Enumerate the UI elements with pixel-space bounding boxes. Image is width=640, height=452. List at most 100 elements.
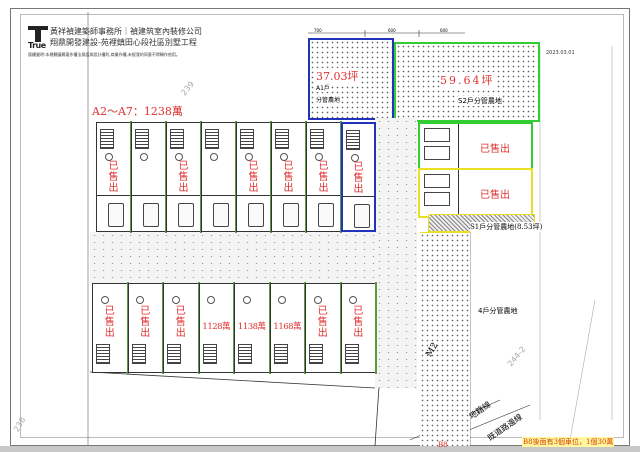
sold-label: 已售出 <box>353 306 364 339</box>
unit-price: 1138萬 <box>237 322 266 332</box>
stair-icon <box>96 344 110 364</box>
s2-label: S2戶分管農地 <box>458 96 502 106</box>
sold-label: 已售出 <box>480 190 510 201</box>
bottom-row-unit[interactable]: 已售出 <box>340 282 377 374</box>
sold-label: 已售出 <box>353 162 364 195</box>
parking-car-icon <box>353 204 370 228</box>
parking-car-icon <box>142 203 159 227</box>
sold-label: 已售出 <box>317 306 328 339</box>
unit-number-icon <box>349 296 358 304</box>
bottom-row-unit[interactable]: 1128萬 <box>198 282 235 374</box>
top-row-unit[interactable]: 已售出 <box>271 121 307 233</box>
unit-price: 1168萬 <box>273 322 302 332</box>
s2-farmland-plot: 59.64坪 S2戶分管農地 <box>394 42 540 122</box>
logo-text: True <box>28 41 46 50</box>
parking-car-icon <box>212 203 229 227</box>
internal-road <box>90 232 415 284</box>
stair-icon <box>310 129 324 149</box>
top-row-unit[interactable]: 已售出 <box>236 121 272 233</box>
right-unit-1[interactable]: 已售出 <box>418 122 533 170</box>
divider <box>167 195 200 196</box>
parking-car-icon <box>317 203 334 227</box>
sold-label: 已售出 <box>140 306 151 339</box>
stair-icon <box>135 129 149 149</box>
a1-area: 37.03坪 <box>316 68 359 84</box>
top-row-unit[interactable]: 已售出 <box>166 121 202 233</box>
parking-car-icon <box>107 203 124 227</box>
dimension-2: 600 <box>388 28 396 33</box>
unit-boundary <box>374 122 376 232</box>
stair-icon <box>275 129 289 149</box>
sold-label: 已售出 <box>480 144 510 155</box>
a-row-price: A2～A7：1238萬 <box>92 105 183 118</box>
s2-area: 59.64坪 <box>440 72 495 88</box>
sold-label: 已售出 <box>178 161 189 194</box>
top-row-unit[interactable]: 已售出 <box>306 121 342 233</box>
bottom-row-unit[interactable]: 1138萬 <box>234 282 271 374</box>
unit-number-icon <box>242 296 251 304</box>
unit-price: 1128萬 <box>202 322 231 332</box>
divider <box>343 196 374 197</box>
unit-number-icon <box>104 153 113 161</box>
bottom-row-unit[interactable]: 已售出 <box>92 282 129 374</box>
four-household-label: 4戶分管農地 <box>478 307 518 315</box>
bottom-row-unit[interactable]: 已售出 <box>163 282 200 374</box>
drawing-frame <box>10 8 630 446</box>
stair-icon <box>205 129 219 149</box>
copyright-notice: 版權聲明:本規劃圖屬著作權法保護與設計權利,商業作權,未經我的同意不得轉作他用。 <box>28 52 180 57</box>
bottom-row-unit[interactable]: 已售出 <box>127 282 164 374</box>
sold-label: 已售出 <box>248 161 259 194</box>
b8-label: B8 <box>438 441 448 449</box>
unit-number-icon <box>314 153 323 161</box>
top-row-unit[interactable]: 已售出 <box>96 121 132 233</box>
unit-number-icon <box>139 153 148 161</box>
sold-label: 已售出 <box>318 161 329 194</box>
unit-number-icon <box>313 296 322 304</box>
four-household-farmland <box>420 232 470 447</box>
bottom-row-unit[interactable]: 已售出 <box>305 282 342 374</box>
stair-icon <box>131 344 146 364</box>
stair-icon <box>273 344 288 364</box>
top-row-unit[interactable]: 已售出 <box>341 122 376 232</box>
unit-number-icon <box>244 153 253 161</box>
unit-number-icon <box>171 296 180 304</box>
drawing-inner-frame <box>20 14 624 438</box>
unit-number-icon <box>278 296 287 304</box>
unit-number-icon <box>100 296 109 304</box>
unit-number-icon <box>350 154 359 162</box>
right-unit-2[interactable]: 已售出 <box>418 168 533 218</box>
dimension-3: 600 <box>440 28 448 33</box>
sold-label: 已售出 <box>283 161 294 194</box>
b8-parking-note: B8後面有3個車位，1個30萬 <box>522 437 615 447</box>
unit-boundary <box>375 282 377 374</box>
top-row-unit[interactable] <box>131 121 167 233</box>
unit-number-icon <box>136 296 145 304</box>
sold-label: 已售出 <box>175 306 186 339</box>
project-name: 翔鼎開發建設-苑裡鎮田心段社區別墅工程 <box>50 38 197 47</box>
dimension-1: 700 <box>314 28 322 33</box>
stair-icon <box>238 344 252 364</box>
bottom-edge <box>0 446 640 452</box>
divider <box>307 195 340 196</box>
stair-icon <box>100 129 114 149</box>
parking-car-icon <box>282 203 299 227</box>
divider <box>272 195 305 196</box>
sold-label: 已售出 <box>108 161 119 194</box>
logo: True <box>28 26 48 50</box>
firm-name: 黃祥禎建築師事務所｜禎建筑室內裝修公司 <box>50 27 202 36</box>
stair-icon <box>170 129 184 149</box>
access-road <box>375 118 417 388</box>
a1-farmland-plot: 37.03坪 A1戶 分管農地 <box>308 38 394 120</box>
divider <box>132 195 165 196</box>
bottom-row-unit[interactable]: 1168萬 <box>269 282 306 374</box>
parking-car-icon <box>177 203 194 227</box>
parking-car-icon <box>247 203 264 227</box>
a1-owner: A1戶 <box>316 83 330 92</box>
stair-icon <box>344 344 359 364</box>
top-row-unit[interactable] <box>201 121 237 233</box>
divider <box>202 195 235 196</box>
a1-use: 分管農地 <box>316 95 341 104</box>
divider <box>97 195 130 196</box>
stair-icon <box>202 344 217 364</box>
stair-icon <box>167 344 181 364</box>
